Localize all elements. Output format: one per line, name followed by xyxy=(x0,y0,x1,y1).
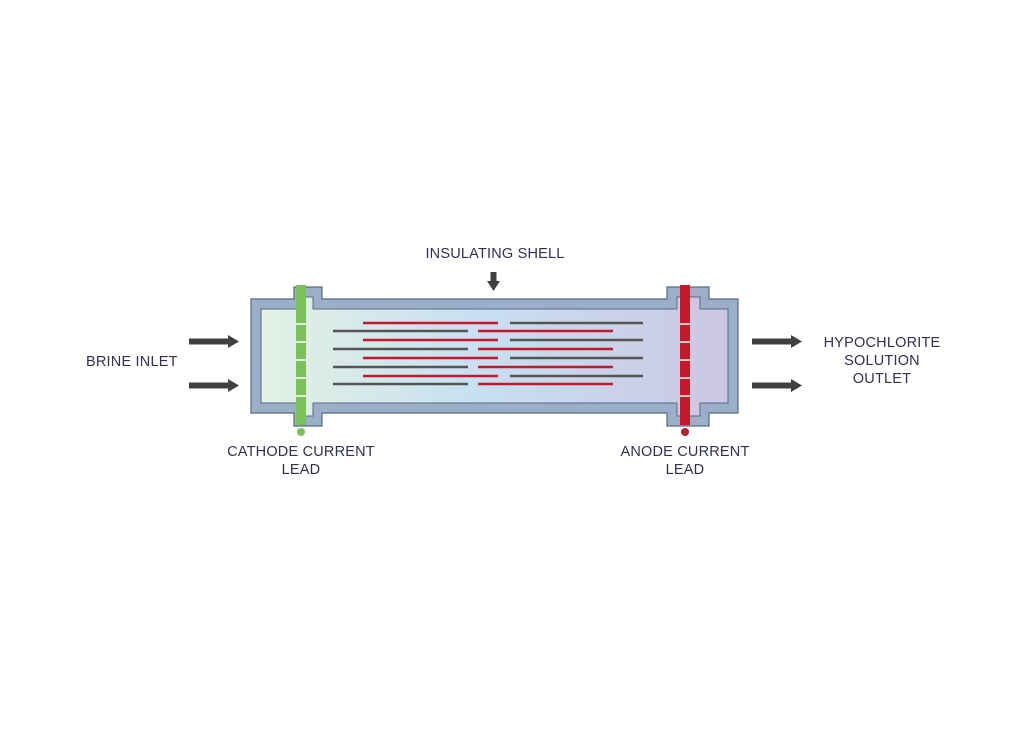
electrode-plates xyxy=(333,321,643,386)
inlet-arrows xyxy=(189,335,239,392)
cell-interior xyxy=(260,296,729,417)
outlet-arrows xyxy=(752,335,802,392)
cathode-terminal xyxy=(297,428,305,436)
right-arrow-icon xyxy=(189,379,239,392)
anode-label: ANODE CURRENT LEAD xyxy=(620,444,750,478)
down-arrow-icon xyxy=(487,272,500,291)
brine-inlet-label: BRINE INLET xyxy=(86,354,178,370)
right-arrow-icon xyxy=(752,379,802,392)
insulating-shell-label: INSULATING SHELL xyxy=(425,246,565,262)
cathode-label: CATHODE CURRENT LEAD xyxy=(227,444,375,478)
anode-current-lead xyxy=(680,285,690,436)
right-arrow-icon xyxy=(189,335,239,348)
anode-bar xyxy=(680,285,690,425)
anode-terminal xyxy=(681,428,689,436)
right-arrow-icon xyxy=(752,335,802,348)
cathode-bar xyxy=(296,285,306,425)
outlet-label: HYPOCHLORITE SOLUTION OUTLET xyxy=(823,335,941,387)
cathode-current-lead xyxy=(296,285,306,436)
